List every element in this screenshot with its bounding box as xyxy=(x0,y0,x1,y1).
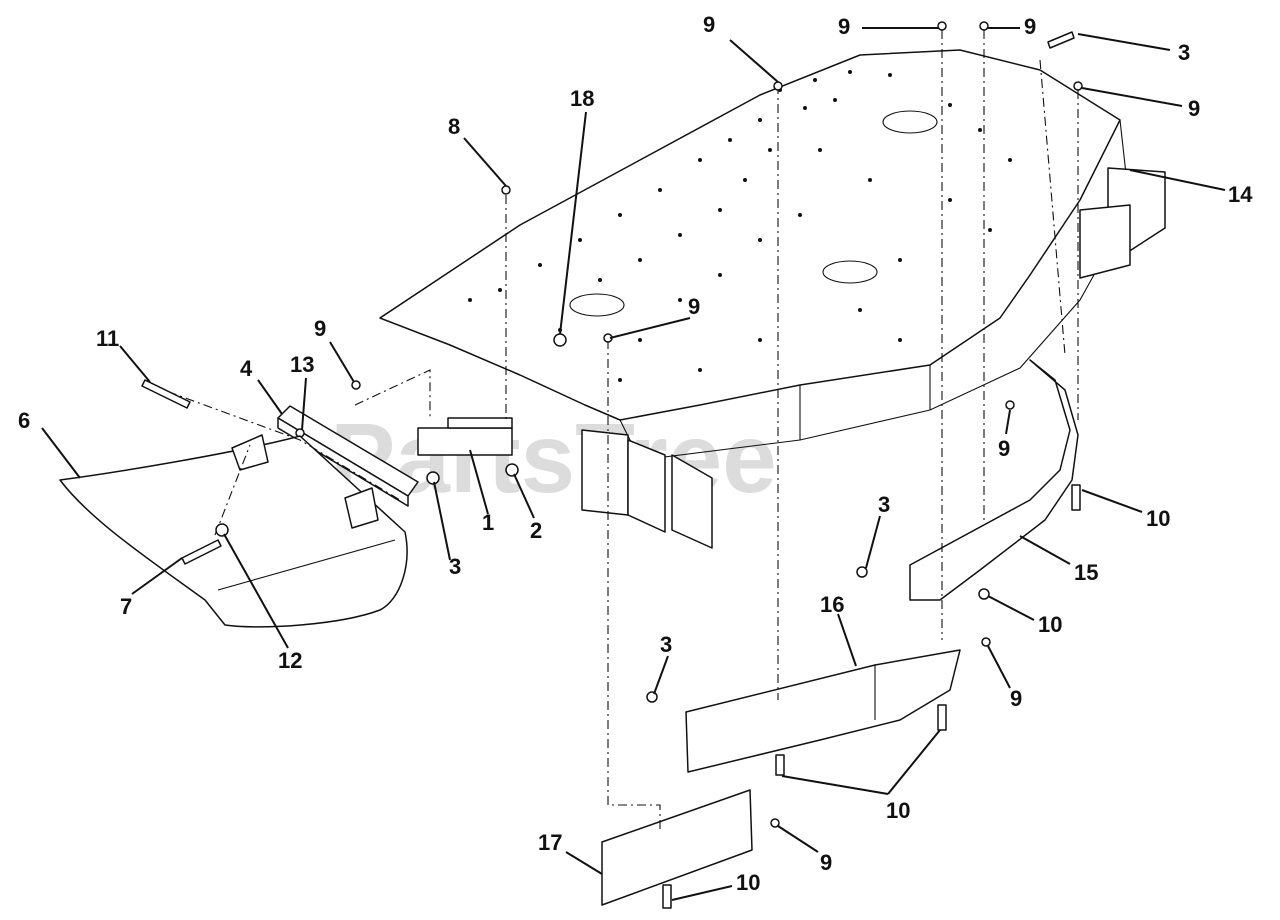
callout-leaders xyxy=(41,27,1226,901)
callout-9: 9 xyxy=(838,14,850,39)
callout-16: 16 xyxy=(820,592,844,617)
callout-12: 12 xyxy=(278,648,302,673)
front-deck-mounts xyxy=(581,429,713,549)
callout-10: 10 xyxy=(1146,506,1170,531)
callout-18: 18 xyxy=(570,86,594,111)
rear-baffle-15 xyxy=(909,359,1079,601)
callout-3: 3 xyxy=(660,632,672,657)
discharge-chute xyxy=(59,434,408,628)
callout-15: 15 xyxy=(1074,560,1098,585)
callout-14: 14 xyxy=(1228,182,1253,207)
callout-labels: 9 9 9 3 9 14 18 8 9 11 9 4 13 6 1 2 3 7 … xyxy=(18,12,1253,895)
mower-deck-shell xyxy=(379,49,1131,461)
callout-8: 8 xyxy=(448,114,460,139)
baffle-17 xyxy=(601,789,753,906)
callout-3: 3 xyxy=(449,554,461,579)
callout-10: 10 xyxy=(886,798,910,823)
callout-4: 4 xyxy=(240,356,253,381)
callout-10: 10 xyxy=(736,870,760,895)
callout-17: 17 xyxy=(538,830,562,855)
callout-9: 9 xyxy=(703,12,715,37)
side-mount-bracket xyxy=(1079,167,1166,279)
callout-1: 1 xyxy=(482,510,494,535)
callout-7: 7 xyxy=(120,594,132,619)
callout-9: 9 xyxy=(998,436,1010,461)
callout-9: 9 xyxy=(820,850,832,875)
callout-9: 9 xyxy=(314,316,326,341)
callout-9: 9 xyxy=(1010,686,1022,711)
callout-9: 9 xyxy=(1188,96,1200,121)
hardware xyxy=(141,21,1083,909)
callout-13: 13 xyxy=(290,352,314,377)
assembly-lines xyxy=(149,30,1079,830)
callout-3: 3 xyxy=(878,492,890,517)
callout-11: 11 xyxy=(96,326,119,351)
callout-2: 2 xyxy=(530,518,542,543)
callout-10: 10 xyxy=(1038,612,1062,637)
callout-3: 3 xyxy=(1178,40,1190,65)
front-baffle-16 xyxy=(685,649,961,773)
callout-9: 9 xyxy=(688,294,700,319)
front-hanger-bracket xyxy=(277,405,419,507)
callout-9: 9 xyxy=(1024,14,1036,39)
callout-6: 6 xyxy=(18,408,30,433)
deck-label-plate xyxy=(417,417,513,456)
